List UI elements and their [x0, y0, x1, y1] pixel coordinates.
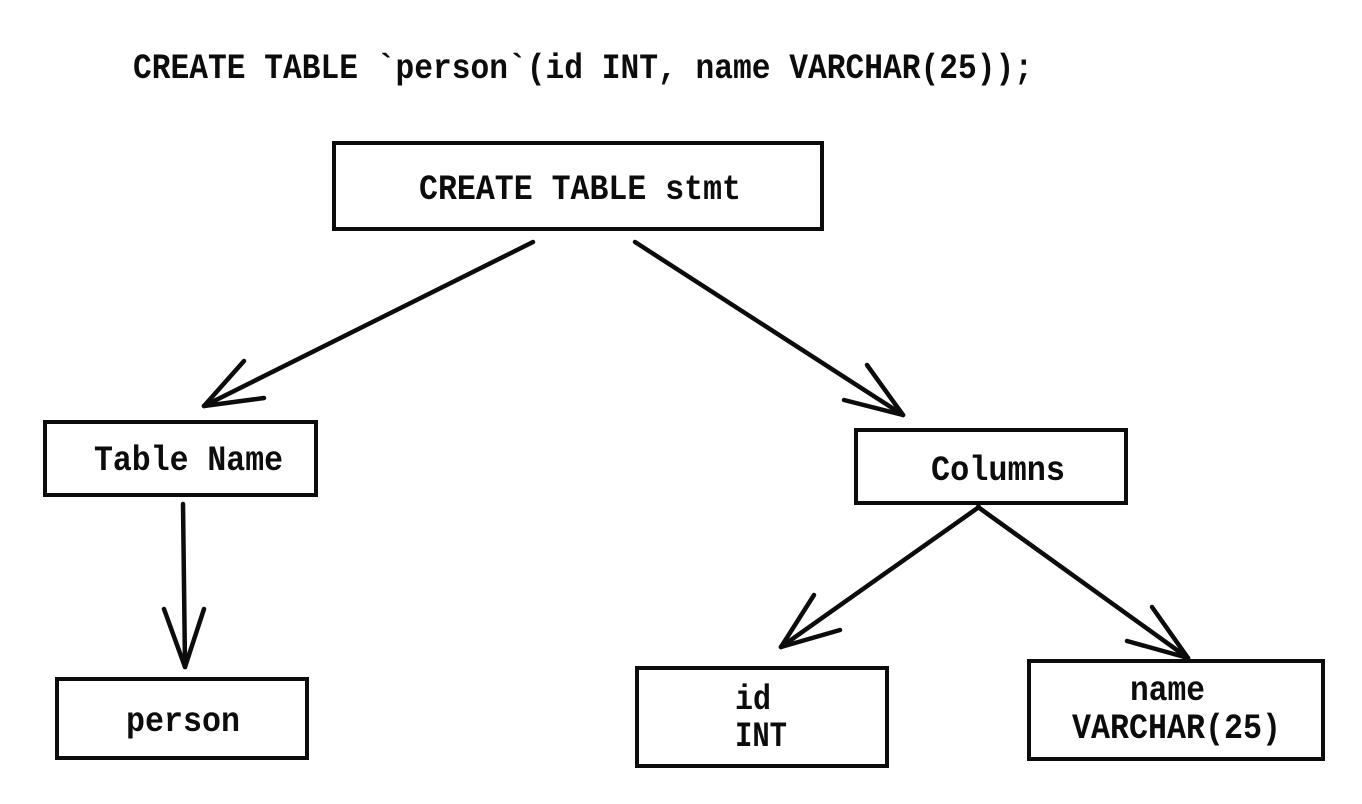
svg-text:INT: INT: [735, 717, 787, 757]
svg-text:CREATE TABLE `person`(id INT,: CREATE TABLE `person`(id INT, name VARCH…: [133, 49, 1033, 89]
svg-text:VARCHAR(25): VARCHAR(25): [1072, 709, 1281, 749]
svg-text:id: id: [735, 680, 771, 720]
svg-text:Table Name: Table Name: [94, 441, 283, 481]
svg-text:person: person: [126, 702, 240, 742]
svg-text:name: name: [1130, 671, 1205, 711]
svg-text:CREATE TABLE stmt: CREATE TABLE stmt: [419, 170, 741, 210]
svg-text:Columns: Columns: [931, 451, 1065, 491]
